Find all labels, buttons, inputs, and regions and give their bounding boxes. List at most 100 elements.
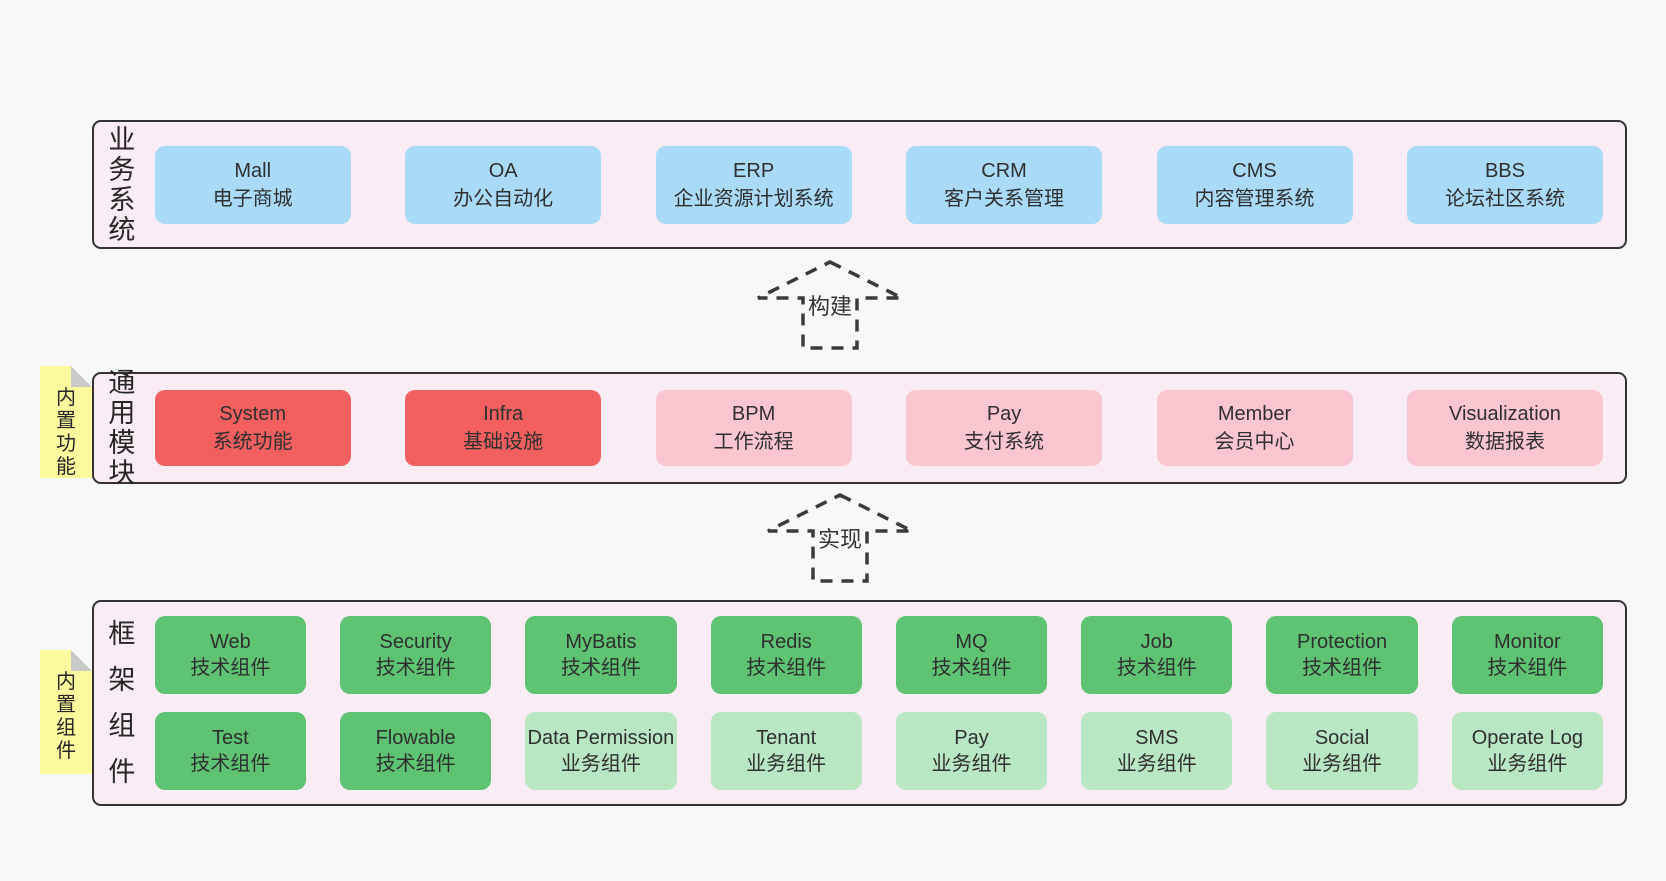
box-erp: ERP 企业资源计划系统 <box>655 145 852 224</box>
box-subtitle: 业务组件 <box>1487 753 1568 775</box>
box-mall: Mall 电子商城 <box>154 145 351 224</box>
build-arrow-label: 构建 <box>804 289 856 321</box>
sticky-note-builtin-features: 内置功能 <box>40 366 92 478</box>
box-title: CMS <box>1232 159 1277 182</box>
box-tenant: Tenant 业务组件 <box>710 712 862 790</box>
box-subtitle: 数据报表 <box>1464 431 1545 453</box>
sticky-note-builtin-features-label: 内置功能 <box>56 387 76 478</box>
box-crm: CRM 客户关系管理 <box>906 145 1103 224</box>
box-subtitle: 技术组件 <box>560 657 641 679</box>
sticky-note-builtin-components: 内置组件 <box>40 650 92 774</box>
box-title: Protection <box>1297 631 1388 653</box>
box-protection: Protection 技术组件 <box>1266 616 1418 694</box>
box-title: Operate Log <box>1471 727 1583 749</box>
box-title: Mall <box>234 159 272 182</box>
box-subtitle: 业务组件 <box>560 753 641 775</box>
box-subtitle: 技术组件 <box>931 657 1012 679</box>
box-subtitle: 办公自动化 <box>453 187 554 210</box>
box-title: Job <box>1140 631 1173 653</box>
box-security: Security 技术组件 <box>339 616 492 694</box>
box-subtitle: 技术组件 <box>375 753 456 775</box>
box-subtitle: 内容管理系统 <box>1194 187 1315 210</box>
box-member: Member 会员中心 <box>1156 390 1353 466</box>
box-title: Redis <box>760 631 812 653</box>
box-title: Web <box>209 631 251 653</box>
box-subtitle: 业务组件 <box>746 753 827 775</box>
box-title: MyBatis <box>565 631 637 653</box>
box-test: Test 技术组件 <box>154 712 306 790</box>
box-subtitle: 技术组件 <box>746 657 827 679</box>
business-systems-box-row: Mall 电子商城 OA 办公自动化 ERP 企业资源计划系统 CRM 客户关系管理 CMS 内容… <box>137 145 1625 224</box>
box-title: Pay <box>954 727 989 749</box>
box-oa: OA 办公自动化 <box>405 145 602 224</box>
box-title: Pay <box>986 403 1022 425</box>
box-flowable: Flowable 技术组件 <box>339 712 492 790</box>
panel-label-framework-components: 框架组件 <box>108 619 136 787</box>
up-arrow-icon <box>757 260 903 350</box>
box-pay: Pay 业务组件 <box>895 712 1048 790</box>
box-subtitle: 会员中心 <box>1214 431 1295 453</box>
box-subtitle: 支付系统 <box>964 431 1045 453</box>
box-title: OA <box>488 159 518 182</box>
box-subtitle: 电子商城 <box>212 187 293 210</box>
box-web: Web 技术组件 <box>154 616 306 694</box>
box-subtitle: 基础设施 <box>463 431 544 453</box>
box-social: Social 业务组件 <box>1266 712 1418 790</box>
box-pay: Pay 支付系统 <box>906 390 1103 466</box>
box-cms: CMS 内容管理系统 <box>1156 145 1353 224</box>
box-title: BPM <box>731 403 776 425</box>
box-subtitle: 业务组件 <box>931 753 1012 775</box>
box-operate-log: Operate Log 业务组件 <box>1451 712 1603 790</box>
box-title: Flowable <box>375 727 456 749</box>
panel-business-systems: 业务系统 Mall 电子商城 OA 办公自动化 ERP 企业资源计划系统 CRM 客户关系管理… <box>92 120 1627 249</box>
box-subtitle: 技术组件 <box>375 657 456 679</box>
box-system: System 系统功能 <box>154 390 351 466</box>
box-title: Test <box>211 727 249 749</box>
sticky-note-builtin-components-label: 内置组件 <box>56 671 76 762</box>
box-title: SMS <box>1135 727 1179 749</box>
box-title: System <box>219 403 287 425</box>
box-title: Tenant <box>756 727 817 749</box>
box-subtitle: 技术组件 <box>190 657 271 679</box>
box-title: CRM <box>981 159 1027 182</box>
box-subtitle: 技术组件 <box>1116 657 1197 679</box>
box-redis: Redis 技术组件 <box>710 616 862 694</box>
implement-arrow: 实现 <box>765 492 915 584</box>
box-subtitle: 技术组件 <box>190 753 271 775</box>
panel-label-common-modules: 通用模块 <box>108 368 136 488</box>
box-subtitle: 客户关系管理 <box>944 187 1065 210</box>
box-subtitle: 业务组件 <box>1302 753 1383 775</box>
folded-corner-icon <box>71 650 92 671</box>
box-sms: SMS 业务组件 <box>1081 712 1233 790</box>
panel-label-business-systems: 业务系统 <box>108 124 136 245</box>
box-mq: MQ 技术组件 <box>895 616 1048 694</box>
box-title: MQ <box>955 631 988 653</box>
box-job: Job 技术组件 <box>1081 616 1233 694</box>
box-subtitle: 技术组件 <box>1487 657 1568 679</box>
box-subtitle: 工作流程 <box>713 431 794 453</box>
box-title: Member <box>1217 403 1292 425</box>
build-arrow: 构建 <box>755 259 905 351</box>
box-title: Data Permission <box>527 727 675 749</box>
box-title: Social <box>1314 727 1370 749</box>
up-arrow-icon <box>767 493 913 583</box>
box-data-permission: Data Permission 业务组件 <box>525 712 677 790</box>
folded-corner-icon <box>71 366 92 387</box>
box-mybatis: MyBatis 技术组件 <box>525 616 677 694</box>
box-subtitle: 业务组件 <box>1116 753 1197 775</box>
box-subtitle: 企业资源计划系统 <box>673 187 834 210</box>
box-subtitle: 系统功能 <box>212 431 293 453</box>
box-subtitle: 技术组件 <box>1302 657 1383 679</box>
box-bpm: BPM 工作流程 <box>655 390 852 466</box>
box-title: Security <box>379 631 452 653</box>
box-title: ERP <box>733 159 775 182</box>
box-title: BBS <box>1484 159 1525 182</box>
